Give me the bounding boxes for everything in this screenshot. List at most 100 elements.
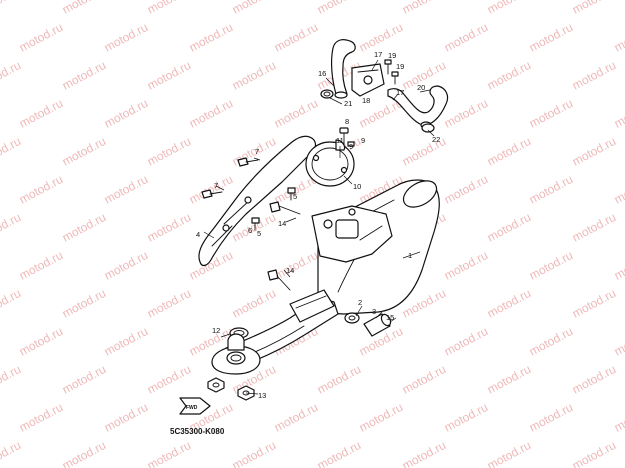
callout-10: 10	[353, 182, 361, 191]
watermark-text: motod.ru	[102, 248, 150, 283]
watermark-text: motod.ru	[485, 210, 533, 245]
bracket-4	[198, 135, 317, 267]
watermark-text: motod.ru	[612, 324, 625, 359]
watermark-text: motod.ru	[17, 248, 65, 283]
watermark-text: motod.ru	[60, 58, 108, 93]
muffler-1	[311, 179, 440, 315]
gasket-12	[229, 327, 249, 339]
watermark-text: motod.ru	[485, 58, 533, 93]
callout-19a: 19	[388, 51, 396, 60]
watermark-text: motod.ru	[102, 20, 150, 55]
fwd-label: FWD	[186, 405, 198, 411]
bolts-5-6	[251, 187, 296, 231]
callout-22: 22	[432, 135, 440, 144]
watermark-text: motod.ru	[0, 58, 23, 93]
watermark-text: motod.ru	[570, 58, 618, 93]
watermark-text: motod.ru	[612, 400, 625, 435]
callout-6: 6	[248, 226, 252, 235]
callout-3: 3	[372, 307, 376, 316]
callouts: 1 2 3 4 5 5 6 7 7 8 9 9 10 11 12 13 14 1…	[196, 50, 440, 400]
tail-pipe-3	[363, 313, 392, 337]
callout-21: 21	[344, 99, 352, 108]
watermark-text: motod.ru	[145, 286, 193, 321]
nuts-13	[207, 377, 255, 401]
valve-18	[351, 63, 385, 97]
watermark-text: motod.ru	[612, 248, 625, 283]
callout-17b: 17	[396, 88, 404, 97]
watermark-text: motod.ru	[102, 172, 150, 207]
callout-13: 13	[258, 391, 266, 400]
watermark-text: motod.ru	[527, 172, 575, 207]
watermark-text: motod.ru	[145, 438, 193, 468]
leader-lines	[203, 59, 435, 395]
watermark-text: motod.ru	[230, 58, 278, 93]
watermark-text: motod.ru	[60, 134, 108, 169]
watermark-text: motod.ru	[230, 286, 278, 321]
watermark-text: motod.ru	[0, 0, 23, 17]
callout-8: 8	[345, 117, 349, 126]
diagram-code: 5C35300-K080	[170, 427, 225, 436]
watermark-text: motod.ru	[570, 210, 618, 245]
clamp-21	[320, 89, 334, 99]
clamp-band-11	[305, 139, 355, 187]
watermark-text: motod.ru	[442, 172, 490, 207]
watermark-text: motod.ru	[272, 400, 320, 435]
bolts-14	[267, 201, 301, 291]
watermark-text: motod.ru	[400, 134, 448, 169]
watermark-text: motod.ru	[272, 248, 320, 283]
callout-5b: 5	[293, 192, 297, 201]
watermark-text: motod.ru	[442, 324, 490, 359]
watermark-text: motod.ru	[400, 362, 448, 397]
watermark-text: motod.ru	[570, 362, 618, 397]
callout-7a: 7	[255, 147, 259, 156]
callout-9a: 9	[361, 136, 365, 145]
watermark-text: motod.ru	[145, 362, 193, 397]
watermark-text: motod.ru	[485, 134, 533, 169]
watermark-text: motod.ru	[17, 172, 65, 207]
watermark-text: motod.ru	[315, 0, 363, 17]
watermark-text: motod.ru	[400, 0, 448, 17]
watermark-text: motod.ru	[145, 0, 193, 17]
watermark-text: motod.ru	[60, 210, 108, 245]
watermark-text: motod.ru	[485, 362, 533, 397]
callout-14b: 14	[286, 266, 294, 275]
callout-18: 18	[362, 96, 370, 105]
watermark-text: motod.ru	[527, 96, 575, 131]
callout-19b: 19	[396, 62, 404, 71]
watermark-text: motod.ru	[442, 400, 490, 435]
callout-1: 1	[408, 251, 412, 260]
watermark-text: motod.ru	[272, 20, 320, 55]
watermark-text: motod.ru	[187, 96, 235, 131]
callout-16: 16	[318, 69, 326, 78]
watermark-text: motod.ru	[570, 134, 618, 169]
watermark-text: motod.ru	[527, 400, 575, 435]
callout-2: 2	[358, 298, 362, 307]
watermark-text: motod.ru	[570, 286, 618, 321]
flange	[211, 333, 261, 375]
callout-5a: 5	[257, 229, 261, 238]
watermark-text: motod.ru	[0, 438, 23, 468]
watermark-text: motod.ru	[442, 96, 490, 131]
watermark-text: motod.ru	[442, 248, 490, 283]
watermark-text: motod.ru	[60, 286, 108, 321]
watermark-text: motod.ru	[0, 362, 23, 397]
watermark-text: motod.ru	[102, 400, 150, 435]
watermark-text: motod.ru	[17, 400, 65, 435]
watermark-text: motod.ru	[187, 172, 235, 207]
watermark-text: motod.ru	[17, 96, 65, 131]
watermark-text: motod.ru	[485, 0, 533, 17]
watermark-text: motod.ru	[145, 210, 193, 245]
callout-17a: 17	[374, 50, 382, 59]
screws-19	[384, 59, 399, 85]
watermark-text: motod.ru	[0, 286, 23, 321]
watermark-text: motod.ru	[612, 172, 625, 207]
callout-12: 12	[212, 326, 220, 335]
watermark-text: motod.ru	[0, 134, 23, 169]
bolts-7	[201, 157, 259, 199]
watermark-text: motod.ru	[612, 96, 625, 131]
callout-11: 11	[336, 136, 344, 145]
fwd-arrow-icon: FWD	[179, 397, 211, 415]
watermark-text: motod.ru	[527, 324, 575, 359]
callout-4: 4	[196, 230, 200, 239]
